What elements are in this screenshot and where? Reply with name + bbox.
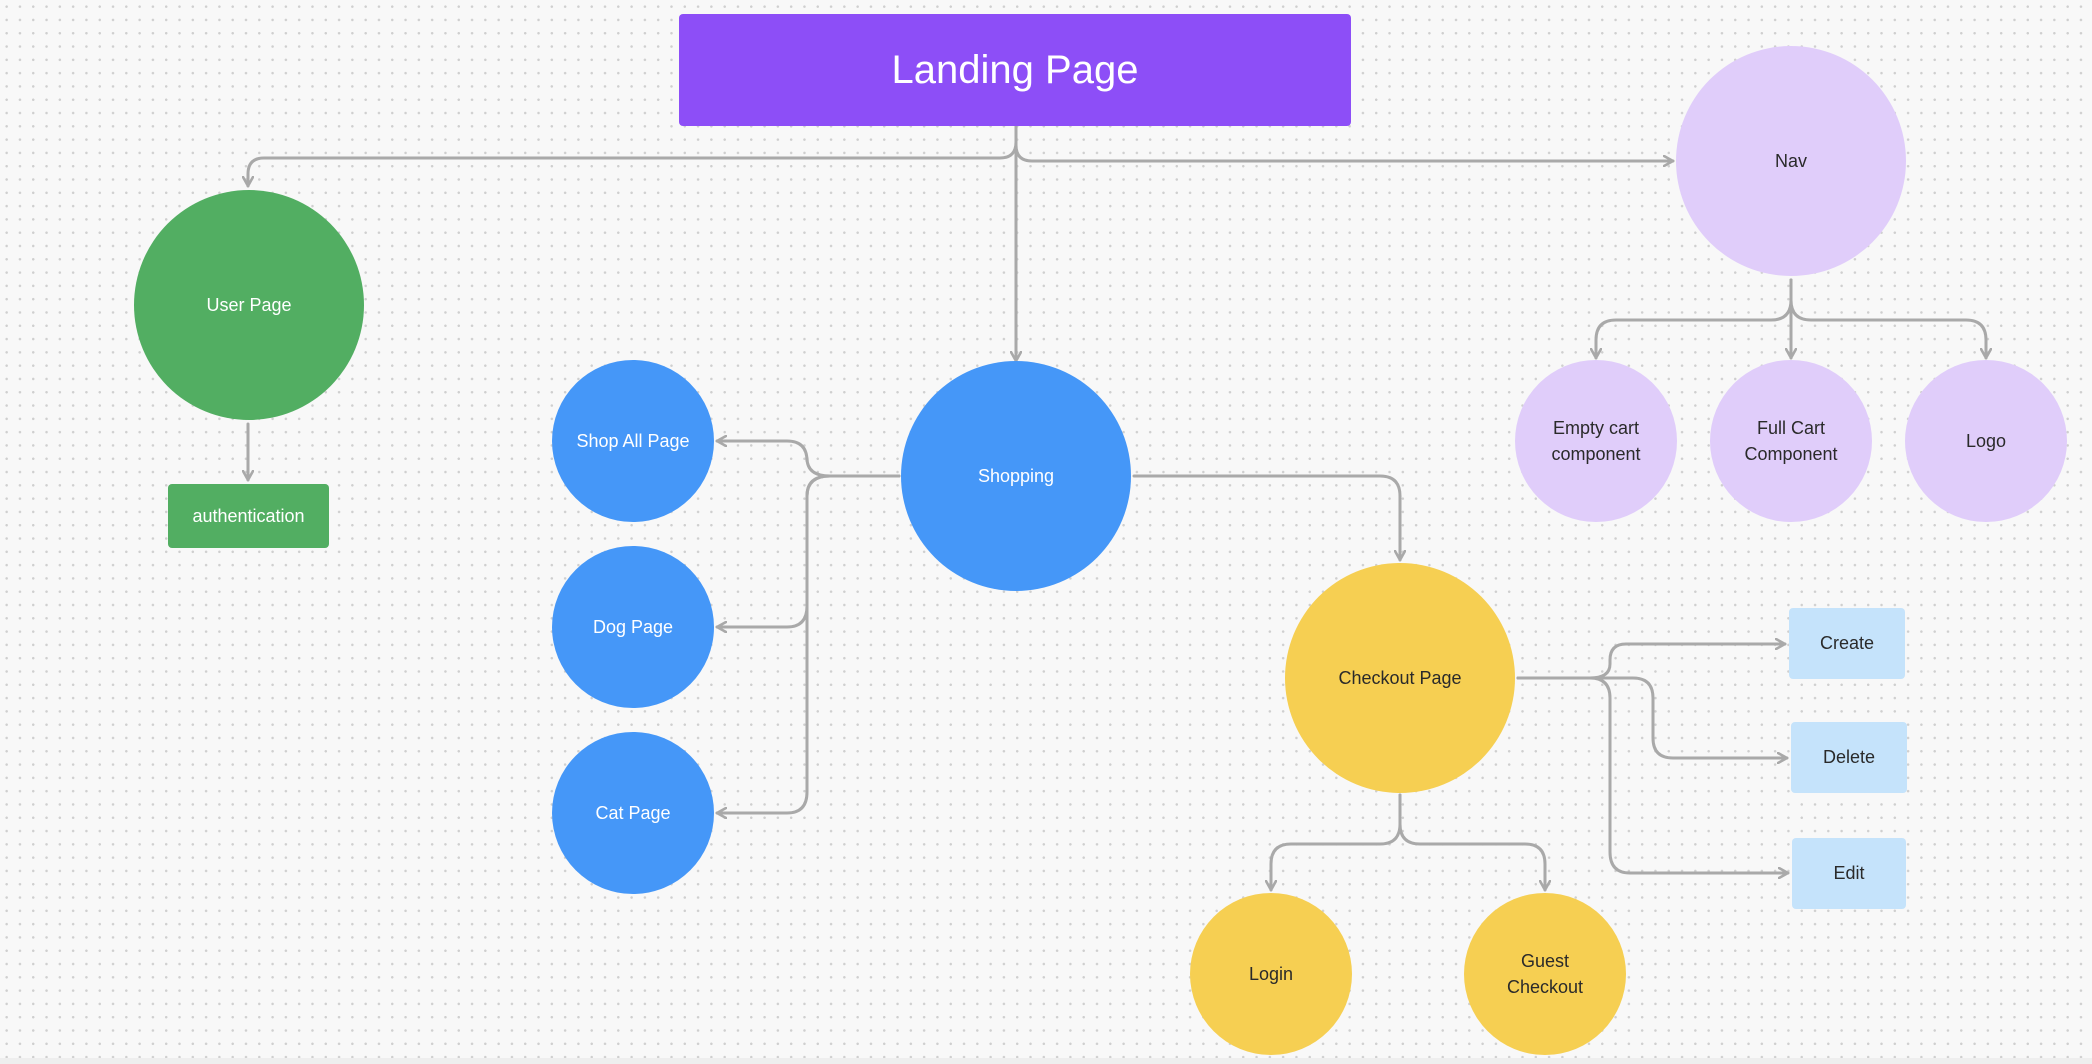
edge-shopping-checkout xyxy=(1132,474,1400,562)
empty-cart-component-node[interactable]: Empty cart component xyxy=(1515,360,1677,522)
dog-page-node[interactable]: Dog Page xyxy=(552,546,714,708)
guest-checkout-node[interactable]: Guest Checkout xyxy=(1464,893,1626,1055)
edge-shopping-cat xyxy=(715,474,901,813)
edge-nav-logo xyxy=(1789,278,1986,360)
edit-node[interactable]: Edit xyxy=(1792,838,1906,909)
nav-node[interactable]: Nav xyxy=(1676,46,1906,276)
edge-checkout-delete xyxy=(1516,676,1789,758)
edge-checkout-login xyxy=(1271,793,1402,892)
checkout-page-node[interactable]: Checkout Page xyxy=(1285,563,1515,793)
login-node[interactable]: Login xyxy=(1190,893,1352,1055)
edge-shopping-shop-all xyxy=(715,441,901,478)
edge-checkout-create xyxy=(1516,644,1787,680)
authentication-node[interactable]: authentication xyxy=(168,484,329,548)
canvas-bottom-edge xyxy=(0,1058,2092,1064)
edge-nav-empty-cart xyxy=(1596,278,1793,360)
logo-node[interactable]: Logo xyxy=(1905,360,2067,522)
shopping-node[interactable]: Shopping xyxy=(901,361,1131,591)
delete-node[interactable]: Delete xyxy=(1791,722,1907,793)
create-node[interactable]: Create xyxy=(1789,608,1905,679)
edge-checkout-guest xyxy=(1398,793,1545,892)
full-cart-component-node[interactable]: Full Cart Component xyxy=(1710,360,1872,522)
user-page-node[interactable]: User Page xyxy=(134,190,364,420)
cat-page-node[interactable]: Cat Page xyxy=(552,732,714,894)
edge-checkout-edit xyxy=(1516,676,1790,873)
shop-all-page-node[interactable]: Shop All Page xyxy=(552,360,714,522)
edge-landing-user-page xyxy=(248,124,1018,188)
landing-page-node[interactable]: Landing Page xyxy=(679,14,1351,126)
edge-landing-nav xyxy=(1014,124,1675,161)
